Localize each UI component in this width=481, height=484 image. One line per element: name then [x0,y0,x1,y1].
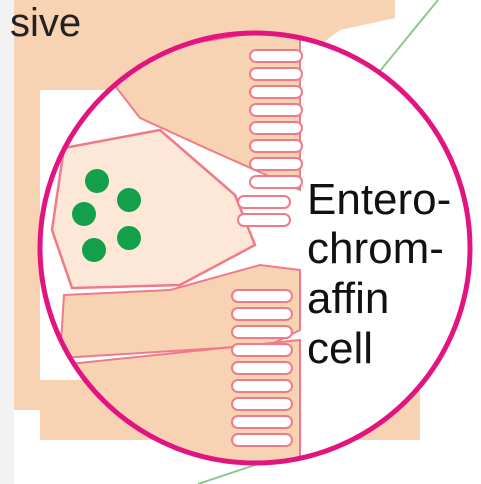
label-line-1: Entero- [307,175,451,224]
label-line-3: affin [307,274,389,323]
label-line-2: chrom- [307,224,444,273]
top-partial-label: sive [10,1,81,45]
granule [117,188,141,212]
granule [72,202,96,226]
granule [82,238,106,262]
label-line-4: cell [307,324,373,373]
granule [117,226,141,250]
left-margin-strip [0,0,14,484]
granule [85,169,109,193]
tissue-background-left [14,90,40,410]
